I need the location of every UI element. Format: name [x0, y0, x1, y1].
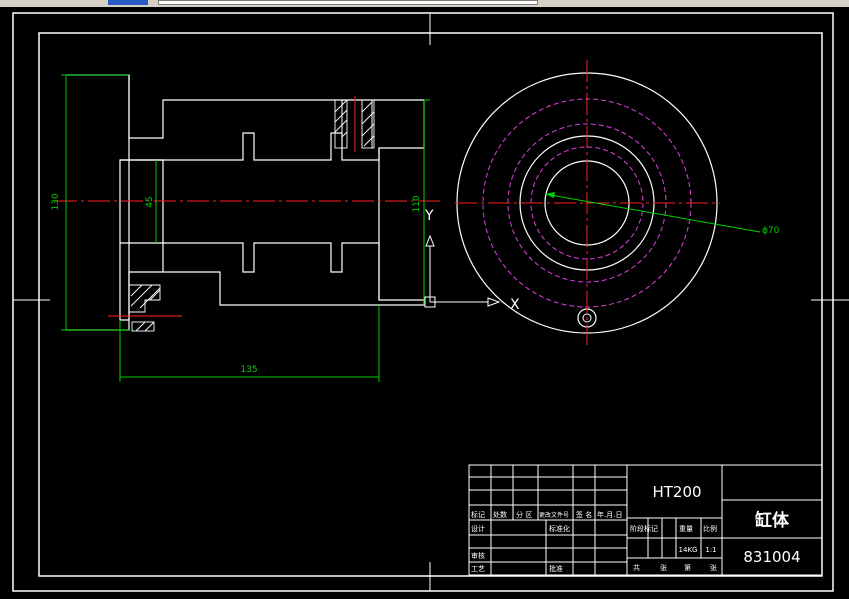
svg-text:张: 张 — [710, 563, 717, 572]
end-view — [455, 60, 761, 345]
hatch-upper — [334, 99, 375, 149]
svg-text:分 区: 分 区 — [516, 510, 532, 519]
svg-text:标准化: 标准化 — [549, 524, 570, 533]
svg-text:更改文件号: 更改文件号 — [539, 511, 569, 519]
svg-text:设计: 设计 — [471, 524, 485, 533]
section-outline-upper — [66, 74, 425, 321]
title-block-labels: 标记 处数 分 区 更改文件号 签 名 年.月.日 设计 标准化 审核 工艺 批… — [471, 510, 717, 573]
section-outline-lower — [128, 242, 425, 320]
svg-text:第: 第 — [684, 563, 691, 572]
dim-45: 45 — [145, 196, 155, 207]
svg-text:审核: 审核 — [471, 551, 485, 560]
title-block — [468, 464, 823, 576]
svg-text:工艺: 工艺 — [471, 565, 485, 573]
dim-135: 135 — [240, 365, 257, 375]
inner-frame — [38, 32, 823, 577]
hatch-lower — [129, 284, 161, 332]
material-text: HT200 — [652, 483, 701, 501]
scale-text: 1:1 — [705, 546, 716, 554]
svg-text:阶段标记: 阶段标记 — [630, 524, 658, 533]
y-axis-label: Y — [424, 208, 434, 224]
toolbar-field[interactable] — [158, 0, 538, 5]
svg-text:共: 共 — [633, 563, 640, 572]
svg-text:张: 张 — [660, 563, 667, 572]
drawing-number-text: 831004 — [743, 548, 800, 566]
svg-text:标记: 标记 — [471, 510, 485, 519]
svg-text:批准: 批准 — [549, 564, 563, 573]
centering-marks — [13, 13, 849, 591]
outer-frame — [12, 12, 834, 592]
dimension-lines — [61, 74, 430, 382]
dim-phi70: ϕ70 — [762, 226, 780, 236]
x-axis-label: X — [510, 297, 520, 313]
part-name-text: 缸体 — [755, 510, 790, 531]
ucs-icon — [424, 234, 501, 308]
svg-text:年.月.日: 年.月.日 — [597, 510, 622, 519]
svg-text:处数: 处数 — [493, 510, 507, 519]
toolbar-button[interactable] — [108, 0, 148, 5]
svg-text:重量: 重量 — [679, 525, 693, 533]
mass-text: 14KG — [679, 546, 698, 554]
dim-110: 110 — [412, 195, 422, 212]
svg-text:比例: 比例 — [703, 524, 717, 533]
window-title-strip — [0, 0, 849, 7]
section-view — [55, 74, 440, 332]
svg-text:签 名: 签 名 — [576, 510, 592, 519]
dim-130: 130 — [51, 193, 61, 210]
